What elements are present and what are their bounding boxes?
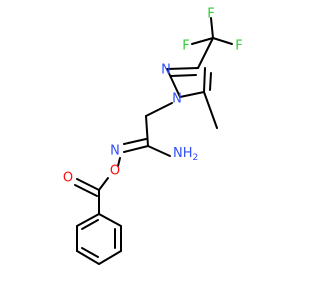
bond-ph-4-double: [81, 247, 99, 258]
bond-ccarbonyl-o-double: [74, 184, 98, 197]
bond-camid-nh2: [147, 145, 171, 157]
bond-ph-6-double: [81, 219, 99, 230]
bond-o-ccarbonyl: [98, 177, 109, 191]
atom-label-imine-n: N: [110, 144, 120, 159]
bond-ph-4: [76, 250, 100, 265]
bond-cf3-c3: [197, 37, 214, 69]
bond-n1-ch2: [145, 102, 173, 117]
bond-cf3-f-left: [191, 37, 214, 45]
bond-ch2-camid: [145, 115, 149, 147]
bond-ccarbonyl-o: [76, 178, 100, 191]
bond-ph-6: [76, 213, 100, 227]
bond-ph-3: [98, 250, 122, 265]
bond-nimine-o: [117, 157, 121, 167]
atom-label-ester-o: O: [110, 164, 120, 179]
bond-cf3-f-right: [212, 37, 233, 45]
atom-label-nh2: NH2: [173, 146, 198, 163]
bond-camid-nimine: [123, 145, 149, 153]
bond-ph-1: [98, 213, 122, 227]
atom-label-nh2-main: NH: [173, 146, 193, 161]
atom-label-pyrazole-n1: N: [172, 92, 182, 107]
bond-cf3-f-top: [210, 17, 214, 39]
atom-labels-group: F F F N N NH2 N O O: [63, 7, 243, 186]
atom-label-carbonyl-o: O: [63, 171, 73, 186]
bond-n1-c5: [179, 91, 205, 98]
atom-label-f-left: F: [182, 39, 189, 54]
bonds-group: [74, 17, 233, 265]
bond-c5-methyl: [203, 91, 218, 129]
bond-c5-c4-double: [209, 72, 212, 91]
bond-c3-n2-double: [170, 74, 197, 77]
bond-camid-nimine-double: [123, 138, 147, 145]
atom-label-f-top: F: [207, 7, 214, 22]
atom-label-nh2-subscript: 2: [193, 153, 199, 163]
atom-label-f-right: F: [235, 39, 242, 54]
molecule-structure-diagram: F F F N N NH2 N O O: [63, 7, 243, 265]
atom-label-pyrazole-n2: N: [161, 63, 171, 78]
bond-c3-n2: [166, 67, 199, 70]
bond-n2-n1: [166, 68, 181, 98]
bond-c5-c4: [203, 67, 206, 93]
